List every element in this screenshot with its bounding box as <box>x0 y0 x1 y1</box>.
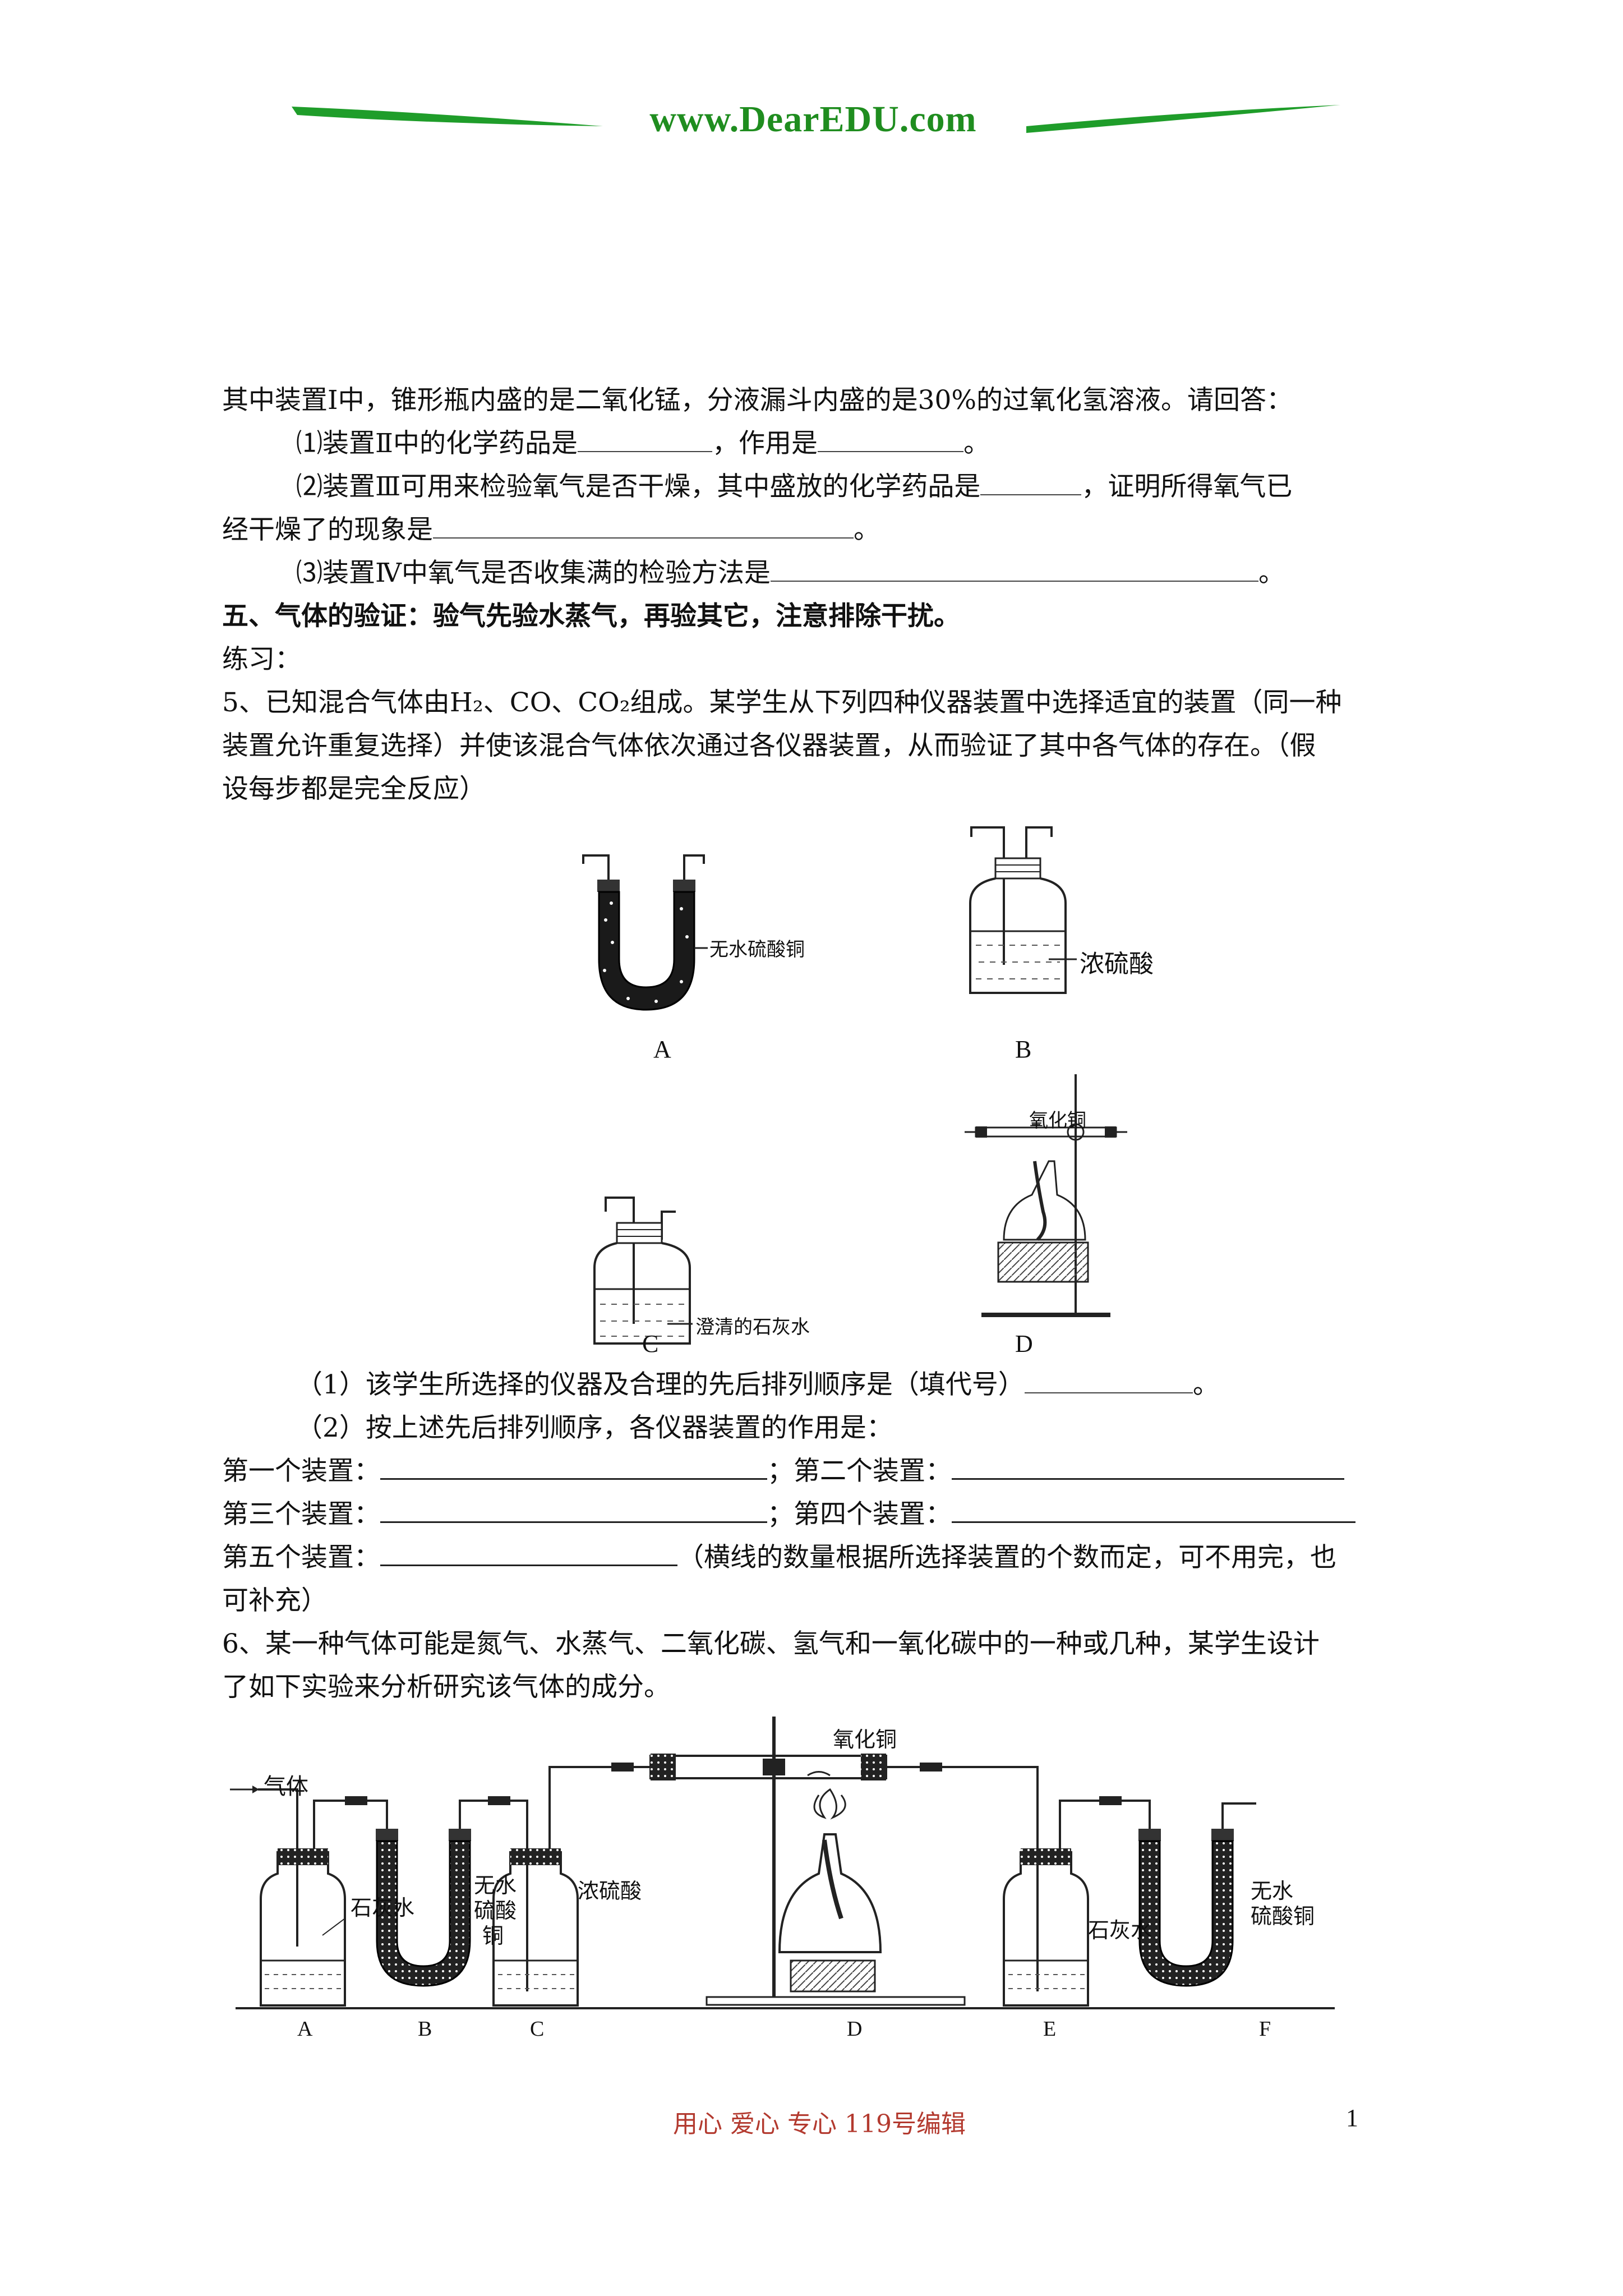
d2-label: ；第二个装置： <box>767 1456 952 1487</box>
q-item-2-cont: 经干燥了的现象是 。 <box>222 508 1417 551</box>
q5-sub1: （1）该学生所选择的仪器及合理的先后排列顺序是（填代号） 。 <box>222 1363 1417 1406</box>
q5-device-5-note2: 可补充） <box>222 1585 328 1616</box>
q-item-1: ⑴装置Ⅱ中的化学药品是 ，作用是 。 <box>222 422 1417 465</box>
apparatus-train-diagram <box>230 1717 1335 2009</box>
answer-blank <box>817 425 963 452</box>
page-footer: 用心 爱心 专心 119号编辑 1 <box>0 2104 1623 2138</box>
q5-s1-text: （1）该学生所选择的仪器及合理的先后排列顺序是（填代号） <box>296 1369 1025 1400</box>
d5-note: （横线的数量根据所选择装置的个数而定，可不用完，也 <box>677 1542 1336 1573</box>
answer-blank <box>952 1452 1344 1480</box>
answer-blank <box>433 512 854 539</box>
d4-label: ；第四个装置： <box>767 1499 952 1530</box>
q5-line1: 5、已知混合气体由H₂、CO、CO₂组成。某学生从下列四种仪器装置中选择适宜的装… <box>222 687 1342 718</box>
q5-device-3-4: 第三个装置： ；第四个装置： <box>222 1493 1417 1536</box>
u-tube-diagram <box>582 854 708 1011</box>
intro-line: 其中装置Ⅰ中，锥形瓶内盛的是二氧化锰，分液漏斗内盛的是30%的过氧化氢溶液。请回… <box>222 385 1293 416</box>
label-letter-b: B <box>1015 1036 1032 1063</box>
answer-blank <box>577 425 712 452</box>
q-item-3: ⑶装置Ⅳ中氧气是否收集满的检验方法是 。 <box>222 551 1417 595</box>
q5-sub2: （2）按上述先后排列顺序，各仪器装置的作用是： <box>296 1412 893 1443</box>
d5-label: 第五个装置： <box>222 1542 380 1573</box>
q2-mid: ，证明所得氧气已 <box>1081 471 1293 502</box>
cuo-heating-diagram <box>965 1074 1127 1317</box>
label-cuo-d: 氧化铜 <box>833 1728 897 1752</box>
q1-mid: ，作用是 <box>712 428 818 459</box>
label-letter-a6: A <box>297 2017 313 2041</box>
green-swoosh-decoration <box>292 105 1340 133</box>
q5-line2: 装置允许重复选择）并使该混合气体依次通过各仪器装置，从而验证了其中各气体的存在。… <box>222 730 1316 761</box>
label-letter-f6: F <box>1259 2017 1271 2041</box>
q5-s1-end: 。 <box>1192 1369 1219 1400</box>
label-anhydrous-b2: 硫酸 <box>474 1899 517 1923</box>
label-anhydrous-f2: 硫酸铜 <box>1251 1905 1315 1929</box>
d1-label: 第一个装置： <box>222 1456 380 1487</box>
answer-blank <box>980 468 1082 495</box>
label-letter-d6: D <box>847 2017 863 2041</box>
label-anhydrous-b3: 铜 <box>482 1925 504 1948</box>
question-text: 其中装置Ⅰ中，锥形瓶内盛的是二氧化锰，分液漏斗内盛的是30%的过氧化氢溶液。请回… <box>222 379 1417 811</box>
q3-pre: ⑶装置Ⅳ中氧气是否收集满的检验方法是 <box>296 558 771 588</box>
label-letter-a: A <box>653 1036 671 1063</box>
q5-line3: 设每步都是完全反应） <box>222 774 486 804</box>
label-conc-h2so4: 浓硫酸 <box>1080 950 1154 978</box>
wash-bottle-diagram <box>969 826 1077 994</box>
apparatus-b: 浓硫酸 B <box>965 825 1223 1063</box>
q6-line1: 6、某一种气体可能是氮气、水蒸气、二氧化碳、氢气和一氧化碳中的一种或几种，某学生… <box>222 1628 1320 1659</box>
site-brand: www.DearEDU.com <box>649 99 977 140</box>
q-item-2: ⑵装置Ⅲ可用来检验氧气是否干燥，其中盛放的化学药品是 ，证明所得氧气已 <box>222 465 1417 508</box>
label-letter-b6: B <box>418 2017 432 2041</box>
label-cuo: 氧化铜 <box>1029 1111 1086 1131</box>
apparatus-a: 无水硫酸铜 A <box>578 841 836 1077</box>
label-letter-d: D <box>1015 1330 1033 1358</box>
label-limewater-a: 石灰水 <box>351 1897 415 1920</box>
q2-line2: 经干燥了的现象是 <box>222 514 433 545</box>
label-anhydrous-b1: 无水 <box>474 1874 517 1898</box>
label-limewater: 澄清的石灰水 <box>695 1317 810 1338</box>
header-banner: www.DearEDU.com <box>0 93 1623 154</box>
q5-device-1-2: 第一个装置： ；第二个装置： <box>222 1450 1417 1493</box>
label-letter-e6: E <box>1043 2017 1057 2041</box>
limewater-bottle-diagram <box>593 1197 693 1345</box>
answer-blank <box>380 1496 767 1523</box>
answer-blank <box>380 1452 767 1480</box>
answer-blank <box>952 1496 1355 1523</box>
footer-text: 用心 爱心 专心 119号编辑 <box>673 2110 966 2138</box>
section-5-title: 五、气体的验证：验气先验水蒸气，再验其它，注意排除干扰。 <box>222 601 960 632</box>
answer-blank <box>380 1539 677 1566</box>
label-letter-c: C <box>642 1330 659 1358</box>
q1-pre: ⑴装置Ⅱ中的化学药品是 <box>296 428 578 459</box>
q6-apparatus-train: 气体 石灰水 无水 硫酸 铜 浓硫酸 氧化铜 石灰水 无水 硫酸铜 A B C … <box>224 1705 1346 2047</box>
apparatus-d: 氧化铜 D <box>965 1071 1189 1363</box>
q2-post: 。 <box>854 514 880 545</box>
label-conc-acid-c: 浓硫酸 <box>578 1880 642 1903</box>
page-number: 1 <box>1346 2104 1358 2132</box>
practice-label: 练习： <box>222 644 301 675</box>
q5-subquestions: （1）该学生所选择的仪器及合理的先后排列顺序是（填代号） 。 （2）按上述先后排列… <box>222 1363 1417 1709</box>
label-limewater-e: 石灰水 <box>1088 1919 1152 1943</box>
q3-post: 。 <box>1258 558 1285 588</box>
q6-line2: 了如下实验来分析研究该气体的成分。 <box>222 1672 670 1703</box>
label-anhydrous-cuso4: 无水硫酸铜 <box>709 940 805 960</box>
answer-blank <box>770 555 1258 582</box>
answer-blank <box>1024 1366 1193 1393</box>
label-gas: 气体 <box>264 1774 308 1799</box>
label-letter-c6: C <box>530 2017 545 2041</box>
q5-device-5: 第五个装置： （横线的数量根据所选择装置的个数而定，可不用完，也 <box>222 1536 1417 1579</box>
label-anhydrous-f1: 无水 <box>1251 1880 1294 1903</box>
q1-post: 。 <box>963 428 990 459</box>
d3-label: 第三个装置： <box>222 1499 380 1530</box>
q2-pre: ⑵装置Ⅲ可用来检验氧气是否干燥，其中盛放的化学药品是 <box>296 471 981 502</box>
apparatus-c: 澄清的石灰水 C <box>578 1195 858 1363</box>
